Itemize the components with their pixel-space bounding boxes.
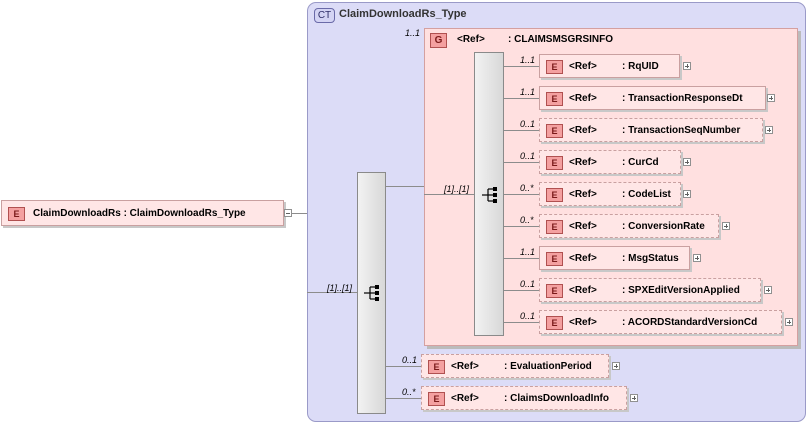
element-name: : TransactionSeqNumber — [622, 125, 741, 136]
element-name: : TransactionResponseDt — [622, 93, 743, 104]
connector — [504, 194, 539, 195]
sequence-icon — [482, 187, 497, 203]
element-name: : RqUID — [622, 61, 659, 72]
element-name: : ACORDStandardVersionCd — [622, 317, 758, 328]
root-element-claimdownloadrs[interactable]: E ClaimDownloadRs : ClaimDownloadRs_Type — [1, 200, 284, 226]
element-multiplicity: 0..1 — [520, 119, 536, 129]
element-multiplicity: 0..1 — [402, 355, 418, 365]
element-codelist[interactable]: E <Ref> : CodeList — [539, 182, 681, 206]
element-multiplicity: 0..1 — [520, 311, 536, 321]
element-evaluationperiod[interactable]: E <Ref> : EvaluationPeriod — [421, 354, 609, 378]
element-name: : EvaluationPeriod — [504, 361, 592, 372]
element-multiplicity: 0..1 — [520, 151, 536, 161]
element-rquid[interactable]: E <Ref> : RqUID — [539, 54, 680, 78]
connector — [504, 290, 539, 291]
element-ref-label: <Ref> — [569, 317, 597, 328]
connector — [504, 66, 539, 67]
expand-icon[interactable] — [785, 318, 793, 326]
connector — [424, 194, 474, 195]
expand-icon[interactable] — [630, 394, 638, 402]
element-ref-label: <Ref> — [569, 93, 597, 104]
sequence-icon — [364, 285, 379, 301]
expand-icon[interactable] — [767, 94, 775, 102]
connector — [504, 162, 539, 163]
element-badge: E — [428, 360, 445, 374]
element-ref-label: <Ref> — [569, 125, 597, 136]
element-ref-label: <Ref> — [569, 189, 597, 200]
inner-sequence-multiplicity: [1]..[1] — [444, 184, 470, 194]
element-ref-label: <Ref> — [451, 361, 479, 372]
element-multiplicity: 0..1 — [520, 279, 536, 289]
collapse-icon[interactable] — [284, 209, 292, 217]
element-multiplicity: 1..1 — [520, 87, 536, 97]
element-badge: E — [546, 60, 563, 74]
element-transactionseqnumber[interactable]: E <Ref> : TransactionSeqNumber — [539, 118, 763, 142]
element-multiplicity: 1..1 — [520, 55, 536, 65]
expand-icon[interactable] — [765, 126, 773, 134]
expand-icon[interactable] — [612, 362, 620, 370]
element-badge: E — [546, 220, 563, 234]
element-name: : ConversionRate — [622, 221, 705, 232]
expand-icon[interactable] — [693, 254, 701, 262]
root-element-label: ClaimDownloadRs : ClaimDownloadRs_Type — [33, 208, 246, 219]
element-badge: E — [546, 252, 563, 266]
element-badge: E — [8, 207, 25, 221]
connector — [504, 226, 539, 227]
connector — [504, 130, 539, 131]
element-multiplicity: 0..* — [520, 215, 534, 225]
element-transactionresponsedt[interactable]: E <Ref> : TransactionResponseDt — [539, 86, 766, 110]
connector — [386, 398, 421, 399]
outer-sequence-multiplicity: [1]..[1] — [327, 283, 353, 293]
element-badge: E — [546, 156, 563, 170]
element-badge: E — [546, 188, 563, 202]
group-multiplicity: 1..1 — [405, 28, 421, 38]
element-ref-label: <Ref> — [569, 157, 597, 168]
complex-type-title: ClaimDownloadRs_Type — [339, 8, 467, 20]
group-name: : CLAIMSMSGRSINFO — [508, 34, 613, 45]
element-badge: E — [546, 316, 563, 330]
group-ref-label: <Ref> — [457, 34, 485, 45]
inner-sequence-compositor[interactable] — [474, 52, 504, 336]
element-badge: E — [546, 124, 563, 138]
element-name: : CodeList — [622, 189, 671, 200]
connector — [386, 186, 424, 187]
expand-icon[interactable] — [683, 62, 691, 70]
element-badge: E — [428, 392, 445, 406]
element-ref-label: <Ref> — [451, 393, 479, 404]
expand-icon[interactable] — [683, 158, 691, 166]
element-ref-label: <Ref> — [569, 61, 597, 72]
element-multiplicity: 1..1 — [520, 247, 536, 257]
expand-icon[interactable] — [722, 222, 730, 230]
element-ref-label: <Ref> — [569, 285, 597, 296]
element-name: : CurCd — [622, 157, 659, 168]
element-multiplicity: 0..* — [520, 183, 534, 193]
connector — [504, 322, 539, 323]
element-badge: E — [546, 92, 563, 106]
group-badge: G — [430, 33, 447, 48]
connector — [292, 213, 307, 214]
element-ref-label: <Ref> — [569, 253, 597, 264]
expand-icon[interactable] — [764, 286, 772, 294]
expand-icon[interactable] — [683, 190, 691, 198]
element-name: : ClaimsDownloadInfo — [504, 393, 609, 404]
element-claimsdownloadinfo[interactable]: E <Ref> : ClaimsDownloadInfo — [421, 386, 627, 410]
element-badge: E — [546, 284, 563, 298]
element-curcd[interactable]: E <Ref> : CurCd — [539, 150, 681, 174]
element-spxeditversionapplied[interactable]: E <Ref> : SPXEditVersionApplied — [539, 278, 761, 302]
element-ref-label: <Ref> — [569, 221, 597, 232]
connector — [504, 98, 539, 99]
connector — [504, 258, 539, 259]
element-name: : SPXEditVersionApplied — [622, 285, 740, 296]
connector — [386, 366, 421, 367]
complex-type-badge: CT — [314, 8, 335, 23]
element-name: : MsgStatus — [622, 253, 679, 264]
connector — [307, 292, 357, 293]
element-conversionrate[interactable]: E <Ref> : ConversionRate — [539, 214, 719, 238]
element-acordstandardversioncd[interactable]: E <Ref> : ACORDStandardVersionCd — [539, 310, 782, 334]
element-multiplicity: 0..* — [402, 387, 416, 397]
element-msgstatus[interactable]: E <Ref> : MsgStatus — [539, 246, 690, 270]
